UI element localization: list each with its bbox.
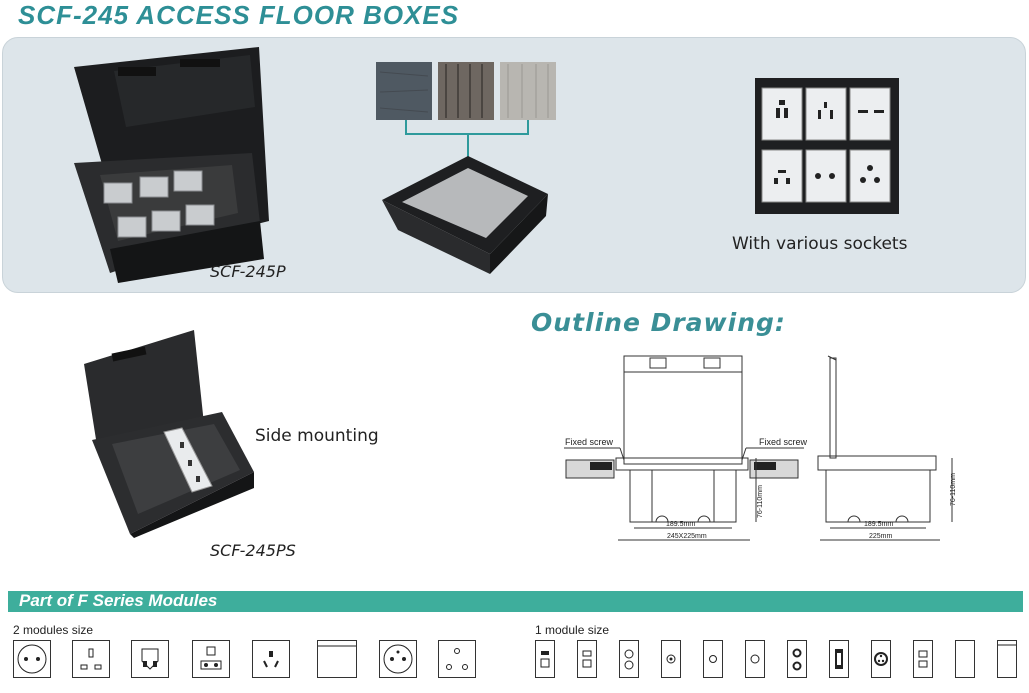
universal-socket-icon <box>131 640 169 678</box>
single-av-jack-icon <box>661 640 681 678</box>
series-title: Part of F Series Modules <box>19 591 218 610</box>
dim-height-right: 76-110mm <box>949 473 957 506</box>
xlr-jack-icon <box>871 640 891 678</box>
outline-drawing-title: Outline Drawing: <box>531 308 786 337</box>
scf-245p-caption: SCF-245P <box>210 262 286 281</box>
side-mounting-caption: Side mounting <box>255 426 379 446</box>
page-title: SCF-245 ACCESS FLOOR BOXES <box>18 0 460 30</box>
scf-245ps-caption: SCF-245PS <box>210 541 296 560</box>
hdmi-jack-icon <box>829 640 849 678</box>
multi-standard-socket-icon <box>192 640 230 678</box>
dim-outer-left: 245X225mm <box>667 533 707 540</box>
fixed-screw-left-label: Fixed screw <box>565 437 614 447</box>
floor-box-245ps-image <box>84 330 254 538</box>
sockets-caption: With various sockets <box>732 234 908 254</box>
blank-flap-icon <box>997 640 1017 678</box>
uk-socket-icon <box>72 640 110 678</box>
australian-socket-icon <box>252 640 290 678</box>
dim-inner-right: 189.5mm <box>864 521 894 528</box>
floor-box-245p-image <box>74 47 269 283</box>
two-modules-label: 2 modules size <box>13 623 94 637</box>
double-av-jack-icon <box>619 640 639 678</box>
socket-panel-image <box>755 78 899 214</box>
floor-box-carpet-image <box>382 156 548 274</box>
tv-jack-icon <box>745 640 765 678</box>
dim-height-left: 76-110mm <box>756 485 764 518</box>
one-module-label: 1 module size <box>535 623 610 637</box>
schuko-socket-icon <box>13 640 51 678</box>
three-pin-round-socket-icon <box>438 640 476 678</box>
double-rca-jack-icon <box>787 640 807 678</box>
usb-jack-icon <box>913 640 933 678</box>
outline-drawing <box>564 355 953 541</box>
data-jack-icon <box>577 640 597 678</box>
carpet-swatches-image <box>376 62 556 120</box>
dim-outer-right: 225mm <box>869 533 893 540</box>
fixed-screw-right-label: Fixed screw <box>759 437 808 447</box>
french-socket-icon <box>379 640 417 678</box>
series-bar <box>8 591 1023 612</box>
telephone-jack-icon <box>535 640 555 678</box>
blank-single-icon <box>955 640 975 678</box>
blank-plate-icon <box>317 640 357 678</box>
dim-inner-left: 189.5mm <box>666 521 696 528</box>
coax-jack-icon <box>703 640 723 678</box>
